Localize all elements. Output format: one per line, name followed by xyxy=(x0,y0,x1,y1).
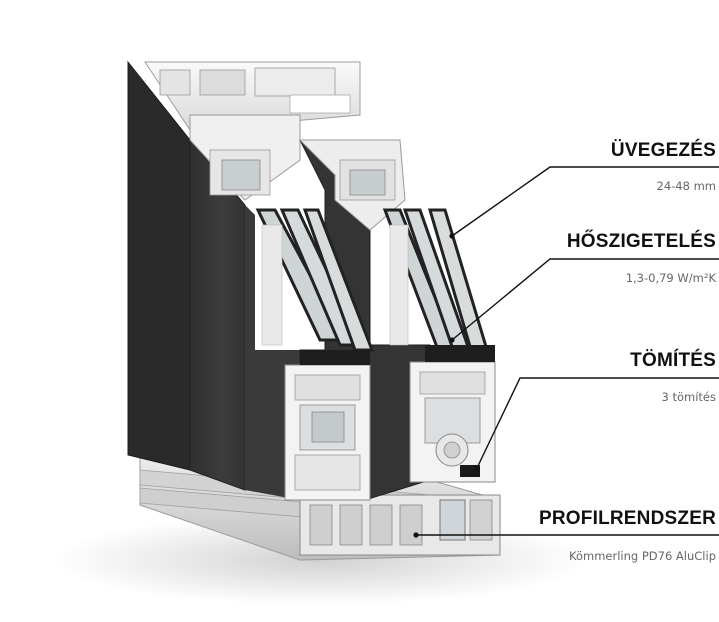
callout-title-sealing: TÖMÍTÉS xyxy=(630,350,716,371)
sash-profile-chambers-right xyxy=(409,345,496,483)
callout-line-tomites xyxy=(476,377,719,469)
callout-title-profile-system: PROFILRENDSZER xyxy=(539,508,716,529)
callout-line-hoszigeteles xyxy=(451,258,719,341)
triple-glazing-left xyxy=(255,208,375,352)
callout-subtitle-profile-system: Kömmerling PD76 AluClip xyxy=(569,549,716,563)
top-pvc-profile xyxy=(144,61,361,201)
callout-dots xyxy=(413,233,480,538)
sash-profile-chambers-left xyxy=(284,350,371,501)
callout-title-glazing: ÜVEGEZÉS xyxy=(610,140,716,161)
callout-subtitle-sealing: 3 tömítés xyxy=(661,390,717,404)
triple-glazing-right xyxy=(382,208,493,362)
callout-subtitle-insulation: 1,3-0,79 W/m²K xyxy=(625,271,716,285)
callout-subtitle-glazing: 24-48 mm xyxy=(656,179,716,193)
callout-title-insulation: HŐSZIGETELÉS xyxy=(566,231,716,252)
callout-line-uvegezes xyxy=(451,166,719,237)
callout-lines xyxy=(416,166,719,536)
